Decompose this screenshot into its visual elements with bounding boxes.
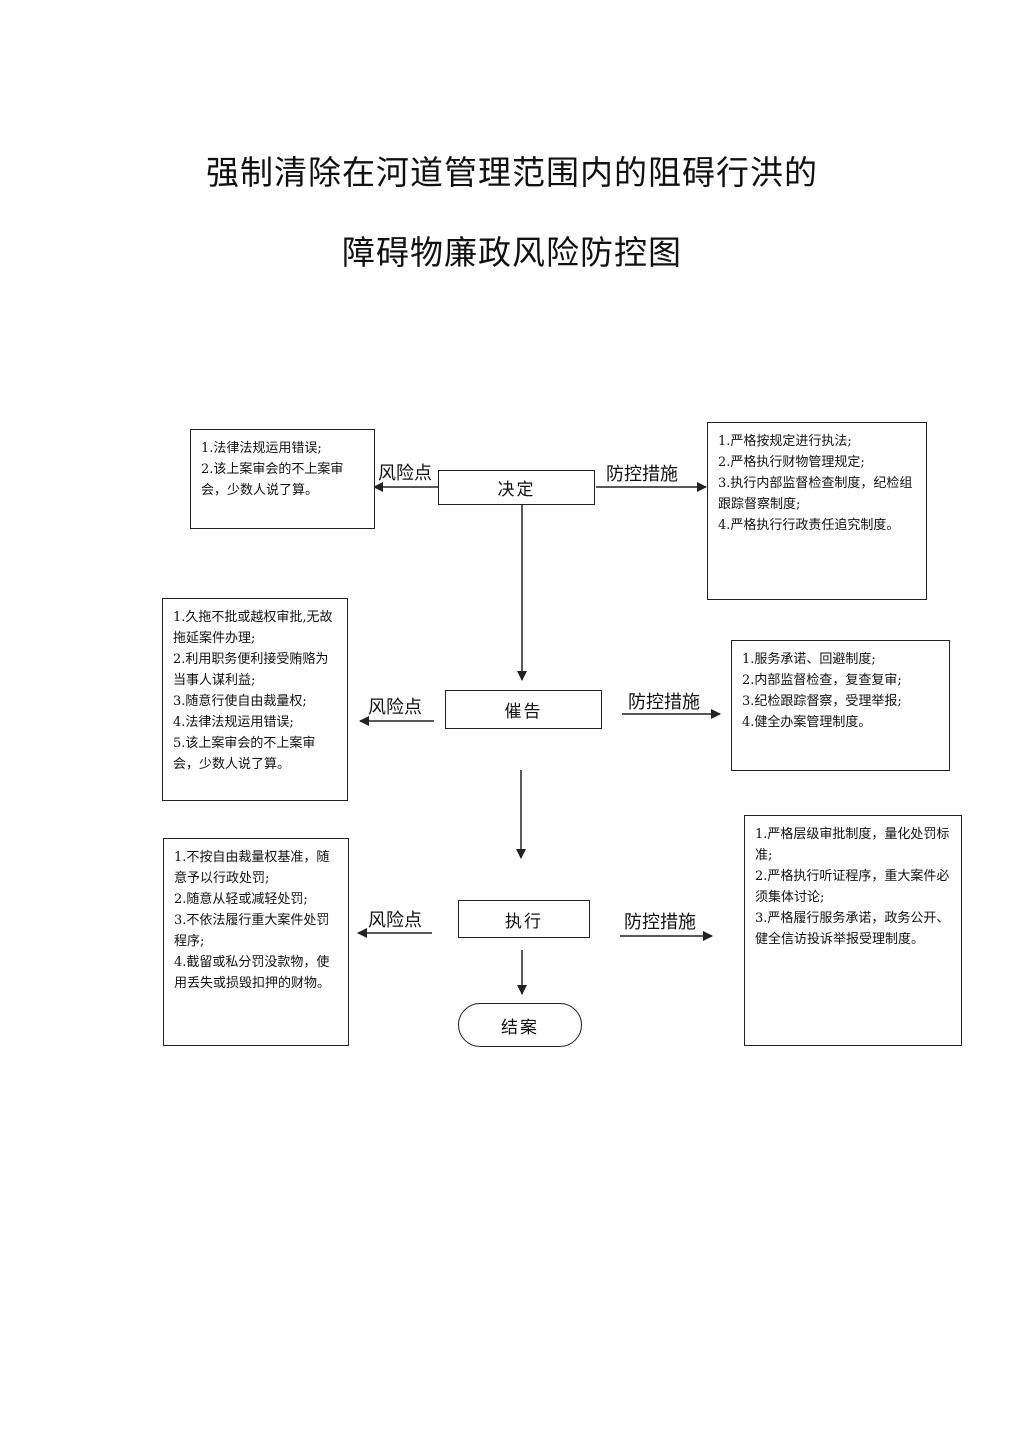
urge-control-item: 1.服务承诺、回避制度; <box>742 652 876 667</box>
execute-control-label: 防控措施 <box>624 912 696 933</box>
decide-risk-item: 2.该上案审会的不上案审会，少数人说了算。 <box>201 462 344 498</box>
page-title-line-1: 强制清除在河道管理范围内的阻碍行洪的 <box>206 153 818 192</box>
urge-control-label: 防控措施 <box>628 692 700 713</box>
decide-control-label: 防控措施 <box>606 464 678 485</box>
urge-control-item: 4.健全办案管理制度。 <box>742 715 872 730</box>
urge-risk-item: 2.利用职务便利接受贿赂为当事人谋利益; <box>173 652 329 688</box>
decide-risks-box: 1.法律法规运用错误; 2.该上案审会的不上案审会，少数人说了算。 <box>190 429 375 529</box>
decide-control-item: 4.严格执行行政责任追究制度。 <box>718 518 900 533</box>
step-execute-label: 执行 <box>505 911 543 932</box>
execute-control-item: 2.严格执行听证程序，重大案件必须集体讨论; <box>755 869 950 905</box>
decide-control-item: 3.执行内部监督检查制度，纪检组跟踪督察制度; <box>718 476 913 512</box>
decide-risk-label: 风险点 <box>378 463 432 484</box>
execute-risk-item: 2.随意从轻或减轻处罚; <box>174 892 308 907</box>
execute-control-item: 3.严格履行服务承诺，政务公开、健全信访投诉举报受理制度。 <box>755 911 950 947</box>
step-decide: 决定 <box>438 470 595 505</box>
step-decide-label: 决定 <box>497 480 536 500</box>
execute-risk-item: 3.不依法履行重大案件处罚程序; <box>174 913 330 949</box>
execute-control-item: 1.严格层级审批制度，量化处罚标准; <box>755 827 950 863</box>
urge-risk-item: 3.随意行使自由裁量权; <box>173 694 307 709</box>
page-title-line-2: 障碍物廉政风险防控图 <box>342 233 682 272</box>
urge-control-item: 3.纪检跟踪督察，受理举报; <box>742 694 902 709</box>
execute-controls-box: 1.严格层级审批制度，量化处罚标准; 2.严格执行听证程序，重大案件必须集体讨论… <box>744 815 962 1046</box>
decide-risk-item: 1.法律法规运用错误; <box>201 441 322 456</box>
execute-risk-item: 1.不按自由裁量权基准，随意予以行政处罚; <box>174 850 330 886</box>
step-close-label: 结案 <box>501 1017 539 1038</box>
execute-risk-label: 风险点 <box>368 910 422 931</box>
step-close: 结案 <box>458 1003 582 1047</box>
urge-risk-item: 5.该上案审会的不上案审会，少数人说了算。 <box>173 736 316 772</box>
urge-controls-box: 1.服务承诺、回避制度; 2.内部监督检查，复查复审; 3.纪检跟踪督察，受理举… <box>731 640 950 771</box>
execute-risk-item: 4.截留或私分罚没款物，使用丢失或损毁扣押的财物。 <box>174 955 331 991</box>
step-urge: 催告 <box>445 690 602 729</box>
decide-control-item: 2.严格执行财物管理规定; <box>718 455 865 470</box>
step-urge-label: 催告 <box>504 702 543 722</box>
urge-risk-item: 1.久拖不批或越权审批,无故拖延案件办理; <box>173 610 333 646</box>
decide-control-item: 1.严格按规定进行执法; <box>718 434 852 449</box>
urge-risks-box: 1.久拖不批或越权审批,无故拖延案件办理; 2.利用职务便利接受贿赂为当事人谋利… <box>162 598 348 801</box>
urge-control-item: 2.内部监督检查，复查复审; <box>742 673 902 688</box>
urge-risk-label: 风险点 <box>368 697 422 718</box>
decide-controls-box: 1.严格按规定进行执法; 2.严格执行财物管理规定; 3.执行内部监督检查制度，… <box>707 422 927 600</box>
execute-risks-box: 1.不按自由裁量权基准，随意予以行政处罚; 2.随意从轻或减轻处罚; 3.不依法… <box>163 838 349 1046</box>
urge-risk-item: 4.法律法规运用错误; <box>173 715 294 730</box>
step-execute: 执行 <box>458 900 590 938</box>
